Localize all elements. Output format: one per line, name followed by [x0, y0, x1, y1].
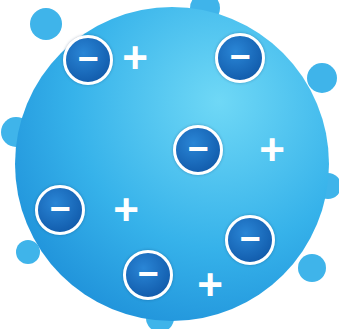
electron-circle: −: [123, 250, 173, 300]
positive-charge: +: [197, 263, 223, 307]
bump: [30, 8, 62, 40]
negative-charge: −: [187, 131, 208, 167]
electron-circle: −: [173, 125, 223, 175]
electron-circle: −: [215, 33, 265, 83]
positive-charge: +: [259, 128, 285, 172]
positive-charge: +: [113, 188, 139, 232]
electron-circle: −: [35, 185, 85, 235]
negative-charge: −: [49, 191, 70, 227]
bump: [307, 63, 337, 93]
bump: [16, 240, 40, 264]
negative-charge: −: [239, 221, 260, 257]
electron-circle: −: [225, 215, 275, 265]
atom-sphere: ++++−−−−−−: [14, 6, 330, 322]
negative-charge: −: [137, 256, 158, 292]
negative-charge: −: [77, 41, 98, 77]
bump: [298, 254, 326, 282]
electron-circle: −: [63, 35, 113, 85]
negative-charge: −: [229, 39, 250, 75]
sphere-body: [15, 7, 329, 321]
positive-charge: +: [122, 36, 148, 80]
